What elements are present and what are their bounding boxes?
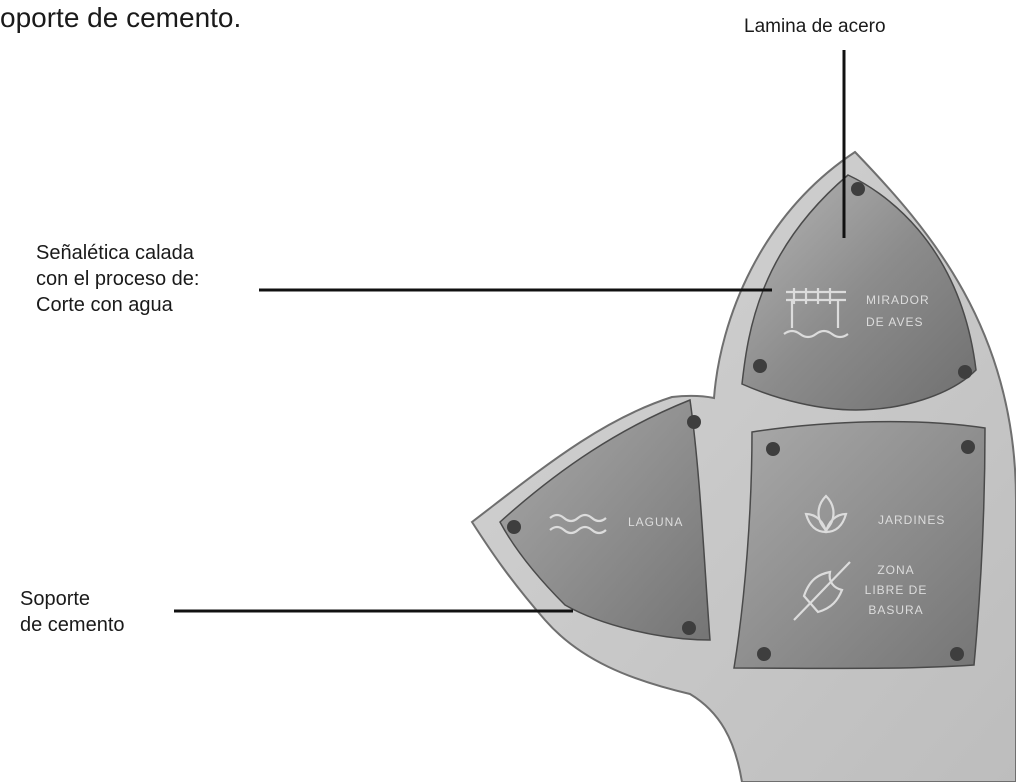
lotus-flower-icon (804, 494, 848, 534)
page-title: oporte de cemento. (0, 2, 242, 33)
bolt (958, 365, 972, 379)
zona-label-line-2: LIBRE DE (865, 583, 928, 597)
laguna-label: LAGUNA (628, 515, 683, 529)
bolt (753, 359, 767, 373)
zona-label-line-3: BASURA (868, 603, 923, 617)
signage-callout-line-2: con el proceso de: (36, 268, 200, 290)
zona-label-line-1: ZONA (877, 563, 914, 577)
water-waves-icon (549, 513, 607, 535)
bolt (851, 182, 865, 196)
support-callout: Soporte de cemento (20, 586, 125, 638)
leader-lines (174, 50, 846, 613)
steel-plate-callout: Lamina de acero (744, 16, 886, 37)
bolt (507, 520, 521, 534)
bolt (757, 647, 771, 661)
mirador-label-line-1: MIRADOR (866, 293, 930, 307)
bolt (961, 440, 975, 454)
support-callout-line-1: Soporte (20, 588, 91, 610)
jardines-label: JARDINES (878, 513, 945, 527)
signage-callout: Señalética calada con el proceso de: Cor… (36, 240, 199, 318)
bolts (507, 182, 975, 661)
bolt (950, 647, 964, 661)
bolt (682, 621, 696, 635)
bird-watch-tower-icon (783, 288, 849, 339)
mirador-label-line-2: DE AVES (866, 315, 923, 329)
signage-callout-line-1: Señalética calada (36, 242, 194, 264)
steel-plate-right (733, 420, 986, 670)
no-litter-icon (793, 561, 851, 621)
signage-callout-line-3: Corte con agua (36, 294, 173, 316)
steel-plate-top (741, 174, 977, 411)
support-callout-line-2: de cemento (20, 614, 125, 636)
bolt (766, 442, 780, 456)
bolt (687, 415, 701, 429)
